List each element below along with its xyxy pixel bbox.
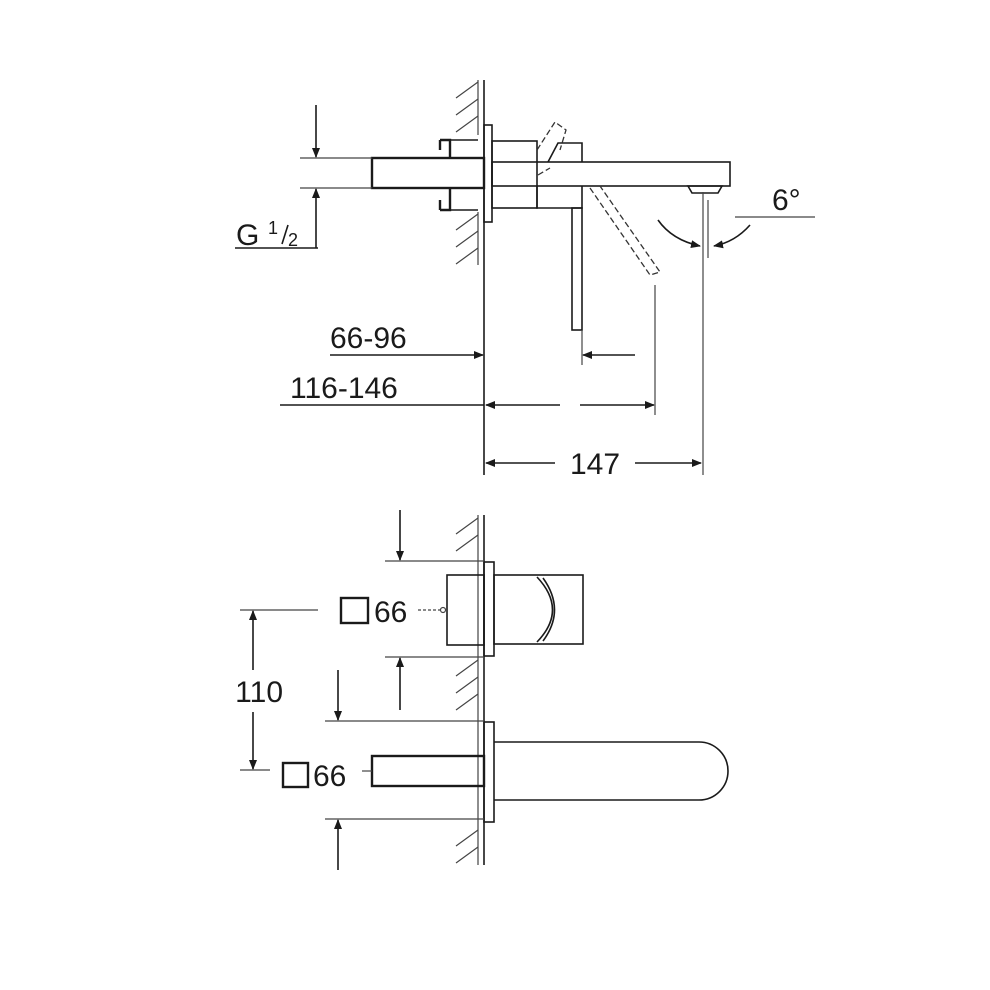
angle-arc-right: [713, 224, 751, 249]
upper-valve-box: [446, 574, 485, 646]
upper-escutcheon: [483, 561, 495, 657]
angle-arc-left: [657, 219, 701, 249]
hatch-line: [455, 846, 479, 864]
spout: [491, 161, 731, 187]
thread-label-num: 1: [268, 218, 278, 238]
hatch-line: [455, 534, 479, 552]
lower-plate-size: 66: [313, 760, 346, 793]
mounting-nut: [438, 138, 452, 212]
mounting-body: [450, 139, 478, 211]
handle-curve: [536, 576, 556, 643]
dim-116-146: 116-146: [290, 372, 398, 405]
hatch-line: [455, 517, 479, 535]
escutcheon-plate: [483, 124, 493, 223]
wall-hatch-top: [455, 81, 479, 265]
hatch-line: [455, 829, 479, 847]
handle-base: [536, 186, 583, 209]
lever-alt-position: [536, 121, 662, 276]
handle-body: [493, 574, 584, 645]
supply-pipe: [370, 156, 486, 190]
lower-pipe: [370, 754, 486, 788]
dim-66-96: 66-96: [330, 322, 407, 355]
wall-hatch-bottom: [455, 517, 479, 864]
fraction-slash: [281, 224, 289, 245]
thread-label-g: G: [236, 219, 259, 252]
hatch-line: [455, 81, 479, 99]
valve-body: [491, 140, 538, 209]
upper-plate-size: 66: [374, 596, 407, 629]
hatch-line: [455, 676, 479, 694]
aerator: [686, 185, 724, 194]
hatch-line: [455, 98, 479, 116]
square-symbol-icon: [339, 596, 370, 625]
handle-top: [547, 142, 583, 163]
dim-147: 147: [570, 448, 620, 481]
hatch-line: [455, 693, 479, 711]
spout-outline: [494, 741, 729, 801]
front-view: 66 110 66: [235, 510, 729, 870]
side-view: G 1 2 66-96 116-146 147 6°: [235, 80, 815, 481]
angle-label: 6°: [772, 184, 801, 217]
hatch-line: [455, 247, 479, 265]
hatch-line: [455, 213, 479, 231]
lever: [571, 207, 583, 331]
square-symbol-icon: [281, 761, 310, 789]
hatch-line: [455, 115, 479, 133]
hatch-line: [455, 230, 479, 248]
hatch-line: [455, 659, 479, 677]
thread-label-den: 2: [288, 230, 298, 250]
dim-110: 110: [235, 676, 283, 709]
lower-escutcheon: [483, 721, 495, 823]
leader-point: [439, 606, 447, 614]
